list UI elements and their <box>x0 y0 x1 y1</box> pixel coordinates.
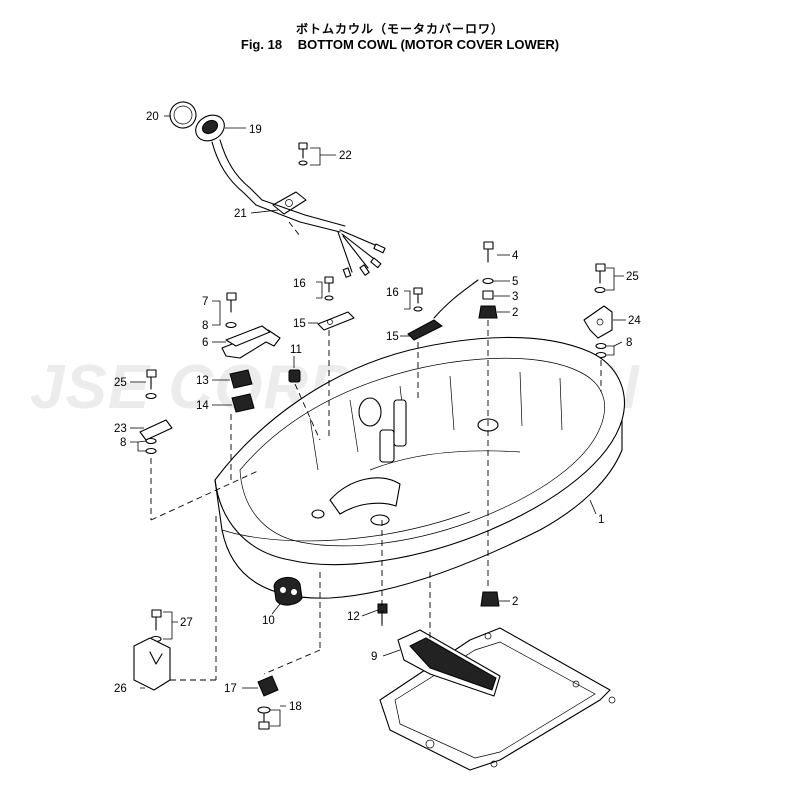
callout-3: 3 <box>512 291 518 303</box>
part-22-screw-washer <box>298 142 308 166</box>
figure-number: Fig. 18 <box>240 37 283 52</box>
part-12-stud <box>377 603 388 625</box>
part-1-bottom-cowl <box>214 336 625 599</box>
callout-20: 20 <box>146 111 159 123</box>
part-11-plug <box>288 369 301 383</box>
callout-5: 5 <box>512 276 518 288</box>
part-10-grommet <box>273 577 303 606</box>
callout-labels: 20 19 21 22 4 5 3 2 16 15 16 15 7 8 6 11… <box>114 111 641 713</box>
callout-15-left: 15 <box>293 318 306 330</box>
callout-11: 11 <box>290 344 302 356</box>
callout-22: 22 <box>339 150 352 162</box>
part-23-stopper <box>139 419 173 455</box>
callout-23: 23 <box>114 423 127 435</box>
callout-25-left: 25 <box>114 377 127 389</box>
part-13-damper <box>229 369 253 389</box>
callout-8-left-bottom: 8 <box>120 437 126 449</box>
callout-leader-lines <box>130 115 626 727</box>
callout-21: 21 <box>234 208 247 220</box>
part-7-bolt-left <box>226 292 237 313</box>
callout-27: 27 <box>180 617 193 629</box>
callout-13: 13 <box>196 375 209 387</box>
part-26-bracket <box>133 637 171 691</box>
part-25-bolt-left <box>145 369 157 400</box>
part-2-grommet-upper <box>478 305 498 319</box>
part-16-screw-left <box>324 276 334 301</box>
diagram-title: Fig. 18 BOTTOM COWL (MOTOR COVER LOWER) <box>0 37 800 52</box>
callout-16-center: 16 <box>386 287 399 299</box>
part-25-bolt-right <box>594 263 606 294</box>
callout-12: 12 <box>347 611 360 623</box>
part-4-bolt <box>483 241 494 263</box>
part-21-cable-bracket <box>255 191 386 278</box>
part-6-bracket <box>221 325 281 359</box>
part-5-washer <box>482 277 494 285</box>
callout-2-lower: 2 <box>512 596 518 608</box>
part-2-grommet-lower <box>480 591 500 607</box>
part-15-clamp-center <box>407 279 479 341</box>
part-8-washer-left <box>225 321 237 329</box>
callout-17: 17 <box>224 683 237 695</box>
callout-7: 7 <box>202 296 208 308</box>
part-17-clip <box>257 675 279 697</box>
callout-26: 26 <box>114 683 127 695</box>
callout-9: 9 <box>371 651 377 663</box>
callout-14: 14 <box>196 400 209 412</box>
part-14-damper <box>231 393 255 413</box>
callout-25-right: 25 <box>626 271 639 283</box>
diagram-title-japanese: ボトムカウル（モータカバーロワ） <box>295 22 504 36</box>
callout-2-upper: 2 <box>512 307 518 319</box>
callout-6: 6 <box>202 337 208 349</box>
part-9-gasket-plate <box>379 627 616 771</box>
part-18-screw-washer <box>257 706 271 730</box>
callout-8-left-top: 8 <box>202 320 208 332</box>
part-16-screw-center <box>413 287 423 312</box>
callout-24: 24 <box>628 315 641 327</box>
callout-15-center: 15 <box>386 331 399 343</box>
part-27-bolt <box>150 609 162 643</box>
callout-10: 10 <box>262 615 275 627</box>
part-24-bracket <box>583 305 613 339</box>
callout-1: 1 <box>598 514 604 526</box>
part-20-o-ring <box>169 101 197 129</box>
part-19-grommet-cable <box>195 114 263 206</box>
part-15-clamp-left <box>317 311 355 331</box>
diagram-title-english: BOTTOM COWL (MOTOR COVER LOWER) <box>297 37 560 52</box>
assembly-guide-lines <box>150 221 602 681</box>
part-3-collar <box>482 290 494 300</box>
callout-4: 4 <box>512 250 519 262</box>
callout-16-left: 16 <box>293 278 306 290</box>
callout-8-right: 8 <box>626 337 632 349</box>
callout-19: 19 <box>249 124 262 136</box>
callout-18: 18 <box>289 701 302 713</box>
